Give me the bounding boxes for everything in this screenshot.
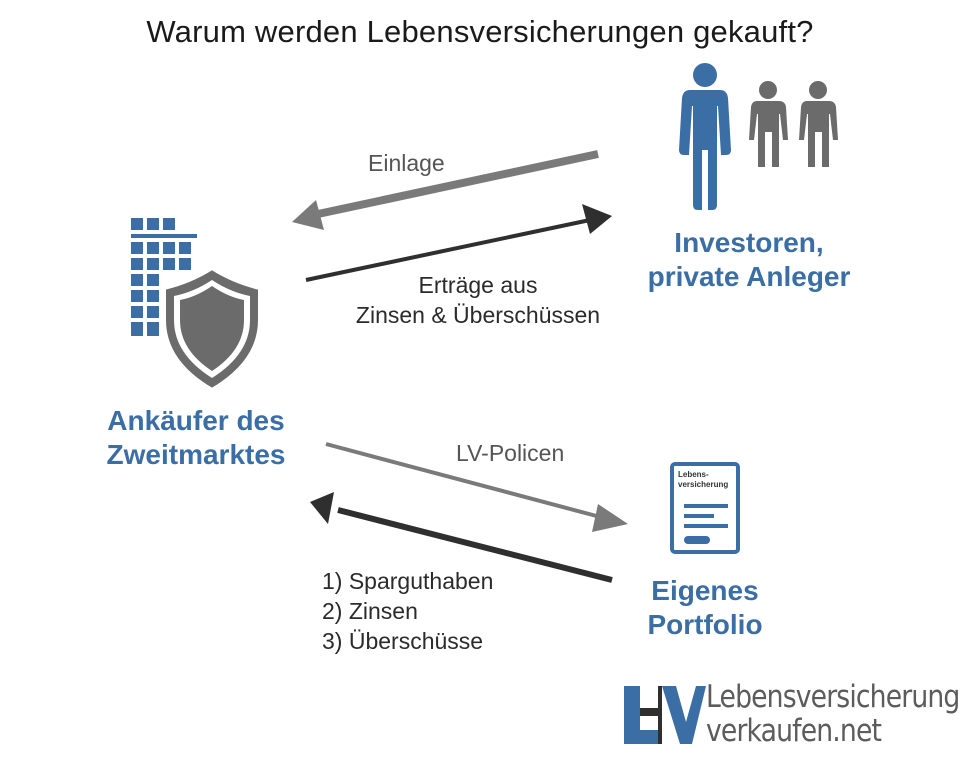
- buyer-label-line1: Ankäufer des: [107, 405, 285, 436]
- buyer-label: Ankäufer des Zweitmarktes: [78, 404, 314, 472]
- diagram-title: Warum werden Lebensversicherungen gekauf…: [146, 14, 814, 49]
- shield-icon: [162, 265, 262, 393]
- person-small-icon: [749, 81, 788, 167]
- portfolio-label-line1: Eigenes: [651, 575, 759, 606]
- label-einlage: Einlage: [368, 150, 445, 176]
- arrow-einlage: [292, 150, 599, 230]
- label-returns-list: 1) Sparguthaben 2) Zinsen 3) Überschüsse: [322, 566, 493, 656]
- portfolio-label: Eigenes Portfolio: [620, 574, 790, 642]
- document-label-line2: versicherung: [678, 480, 729, 489]
- arrow-lv-policen: [325, 442, 628, 532]
- label-return-item: 3) Überschüsse: [322, 628, 484, 654]
- label-ertraege-line1: Erträge aus: [418, 272, 538, 298]
- person-large-icon: [679, 63, 731, 210]
- label-return-item: 2) Zinsen: [322, 598, 418, 624]
- label-ertraege-line2: Zinsen & Überschüssen: [355, 302, 601, 328]
- label-lv-policen: LV-Policen: [456, 440, 565, 466]
- arrow-returns: [310, 492, 613, 583]
- building-icon: [131, 218, 197, 336]
- label-ertraege: Erträge aus Zinsen & Überschüssen: [318, 270, 638, 330]
- document-label-line1: Lebens-: [678, 470, 709, 479]
- investors-label: Investoren, private Anleger: [618, 226, 880, 294]
- brand-name-line2: verkaufen.net: [706, 713, 882, 749]
- investors-label-line1: Investoren,: [674, 227, 824, 258]
- lv-logo-icon: [624, 686, 706, 744]
- label-return-item: 1) Sparguthaben: [322, 568, 494, 594]
- brand-name-line1: Lebensversicherung-: [706, 679, 960, 715]
- document-icon: [670, 462, 740, 554]
- portfolio-label-line2: Portfolio: [647, 609, 763, 640]
- investors-label-line2: private Anleger: [647, 261, 851, 292]
- arrow-ertraege: [305, 204, 612, 282]
- person-small-icon: [799, 81, 838, 167]
- brand-name: Lebensversicherung- verkaufen.net: [706, 679, 960, 749]
- buyer-label-line2: Zweitmarktes: [106, 439, 286, 470]
- document-label: Lebens- versicherung: [678, 470, 728, 490]
